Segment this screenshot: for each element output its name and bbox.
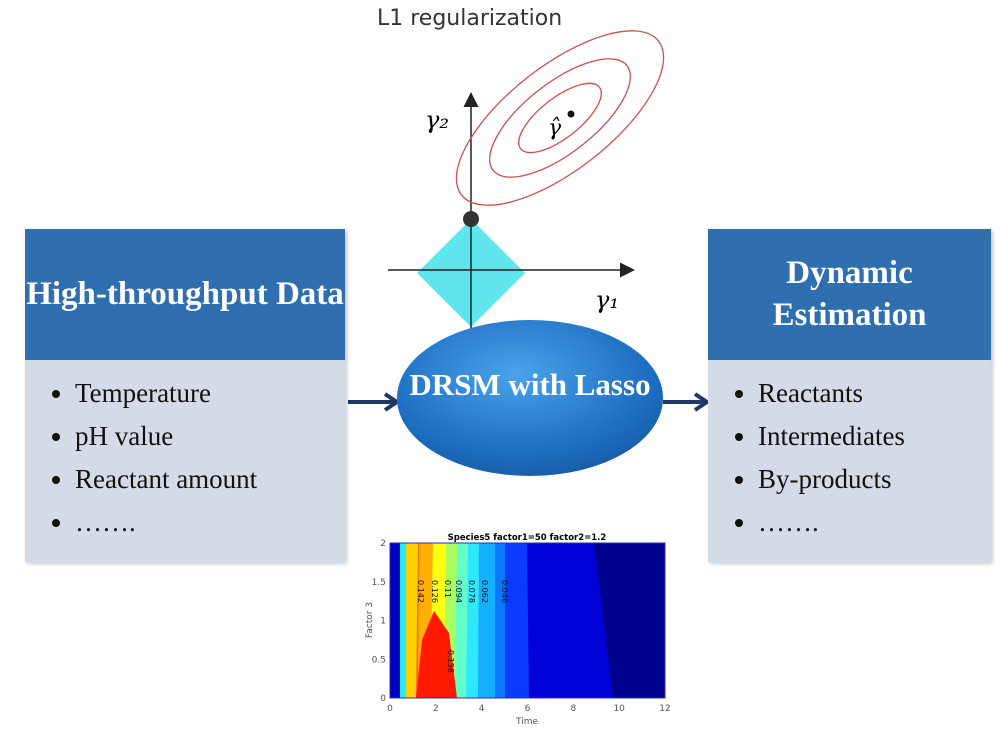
list-item: Reactant amount [75, 464, 345, 507]
x-tick-label: 12 [659, 704, 670, 714]
x-tick-label: 6 [525, 704, 531, 714]
y-tick-label: 2 [380, 539, 386, 549]
list-item: By-products [758, 464, 991, 507]
y-tick-label: 0.5 [372, 655, 386, 665]
estimate-point [567, 110, 575, 118]
contour-level-label: 0.046 [500, 580, 509, 603]
list-item: Reactants [758, 378, 991, 421]
y-tick-label: 1.5 [372, 578, 386, 588]
x-tick-label: 0 [387, 704, 393, 714]
list-item: ……. [758, 507, 991, 550]
arrow-right-head [693, 392, 711, 412]
contour-title: Species5 factor1=50 factor2=1.2 [448, 533, 607, 543]
contour-level-label: 0.142 [416, 580, 425, 603]
axis-y-label: γ₂ [425, 106, 449, 134]
x-tick-label: 4 [479, 704, 485, 714]
right-box-header: Dynamic Estimation [708, 229, 991, 360]
contour-level-label: 0.094 [454, 580, 463, 603]
contour-xlabel: Time [515, 717, 538, 727]
arrow-left-head [383, 392, 401, 412]
left-box-header: High-throughput Data [25, 229, 345, 360]
x-tick-label: 10 [613, 704, 625, 714]
lasso-solution-point [463, 211, 479, 227]
l1-regularization-plot: γ̂ γ₂ γ₁ [388, 30, 665, 340]
left-box-body: Temperature pH value Reactant amount ……. [25, 360, 345, 562]
list-item: pH value [75, 421, 345, 464]
drsm-ellipse [397, 320, 663, 476]
contour-level-label: 0.126 [430, 580, 439, 603]
contour-level-label: 0.078 [467, 580, 476, 603]
y-tick-label: 0 [380, 694, 386, 704]
estimate-label: γ̂ [548, 116, 562, 141]
contour-level-label: 0.158 [446, 650, 455, 673]
drsm-label: DRSM with Lasso [409, 367, 651, 402]
y-tick-label: 1 [380, 617, 386, 627]
l1-regularization-title: L1 regularization [377, 6, 563, 31]
contour-ylabel: Factor 3 [365, 602, 375, 638]
x-tick-label: 8 [570, 704, 576, 714]
list-item: ……. [75, 507, 345, 550]
x-tick-label: 2 [433, 704, 439, 714]
contour-level-label: 0.11 [443, 580, 452, 598]
contour-plot: Species5 factor1=50 factor2=1.2 Time Fac… [365, 533, 671, 727]
axis-x-label: γ₁ [595, 286, 619, 314]
contour-level-label: 0.062 [480, 580, 489, 603]
list-item: Temperature [75, 378, 345, 421]
right-box-body: Reactants Intermediates By-products ……. [708, 360, 991, 562]
list-item: Intermediates [758, 421, 991, 464]
